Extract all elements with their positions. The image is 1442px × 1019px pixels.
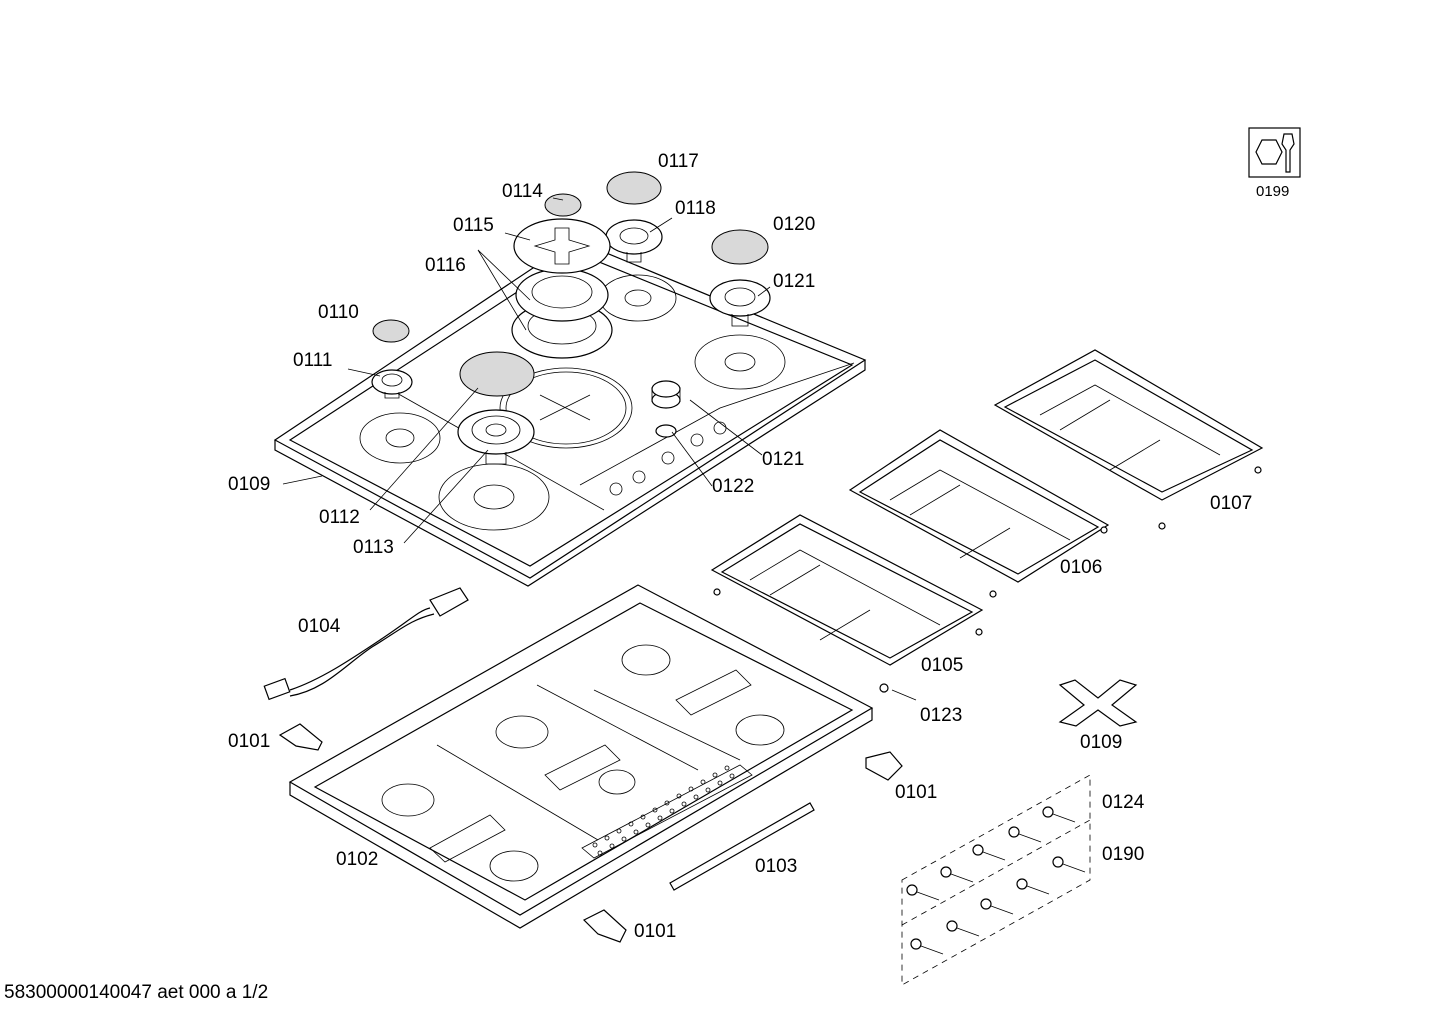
cap-0120 — [711, 229, 769, 265]
cap-0115 — [544, 193, 582, 217]
burner-large-front — [457, 409, 535, 465]
label-0104: 0104 — [298, 616, 341, 637]
wok-burner-stack — [511, 218, 613, 359]
label-0120: 0120 — [773, 214, 816, 235]
label-0117: 0116 — [425, 255, 466, 276]
label-0122: 0121 — [762, 449, 805, 470]
seal-ring — [655, 424, 677, 438]
label-0109: 0109 — [1080, 732, 1123, 753]
label-0119: 0118 — [675, 198, 716, 219]
document-footer: 58300000140047 aet 000 a 1/2 — [4, 982, 269, 1003]
control-knob — [651, 380, 681, 409]
pan-support-left — [710, 514, 984, 666]
seal-strip — [669, 802, 815, 891]
label-0101-left: 0101 — [228, 731, 271, 752]
label-0199: 0199 — [1256, 183, 1290, 200]
rubber-foot — [879, 683, 889, 693]
burner-small-left — [371, 369, 413, 399]
leader-lines — [282, 197, 917, 701]
clip-bottom — [582, 909, 627, 943]
label-0103: 0103 — [755, 856, 798, 877]
label-0111: 0110 — [318, 302, 359, 323]
power-cord — [263, 587, 469, 701]
pan-support-middle — [848, 429, 1110, 598]
label-0121: 0121 — [773, 271, 816, 292]
label-0190: 0124 — [1102, 792, 1145, 813]
label-0115: 0114 — [502, 181, 543, 202]
label-0101-bottom: 0101 — [634, 921, 677, 942]
bottom-tray — [288, 584, 874, 929]
label-0191: 0190 — [1102, 844, 1145, 865]
screw-sets — [901, 774, 1091, 986]
wok-ring — [1058, 679, 1138, 727]
cap-0111 — [372, 319, 410, 343]
label-0105: 0105 — [921, 655, 964, 676]
cap-0113 — [459, 351, 535, 397]
clip-left — [278, 723, 323, 751]
label-0118: 0117 — [658, 151, 699, 172]
label-0101-right: 0101 — [895, 782, 938, 803]
burner-right — [709, 279, 771, 327]
tray-vent-holes — [592, 765, 735, 856]
label-0114: 0113 — [353, 537, 394, 558]
label-0116: 0115 — [453, 215, 494, 236]
label-0106: 0106 — [1060, 557, 1103, 578]
label-0110: 0109 — [228, 474, 271, 495]
clip-right — [865, 751, 903, 781]
pan-support-right — [993, 349, 1264, 530]
label-0107: 0107 — [1210, 493, 1253, 514]
hob-top-plate — [273, 239, 867, 587]
label-0113: 0112 — [319, 507, 360, 528]
label-0123: 0122 — [712, 476, 755, 497]
cap-0118 — [606, 171, 662, 205]
label-0102: 0102 — [336, 849, 379, 870]
wrench-nut-icon — [1248, 127, 1301, 178]
label-0124: 0123 — [920, 705, 963, 726]
label-0112: 0111 — [293, 350, 333, 371]
